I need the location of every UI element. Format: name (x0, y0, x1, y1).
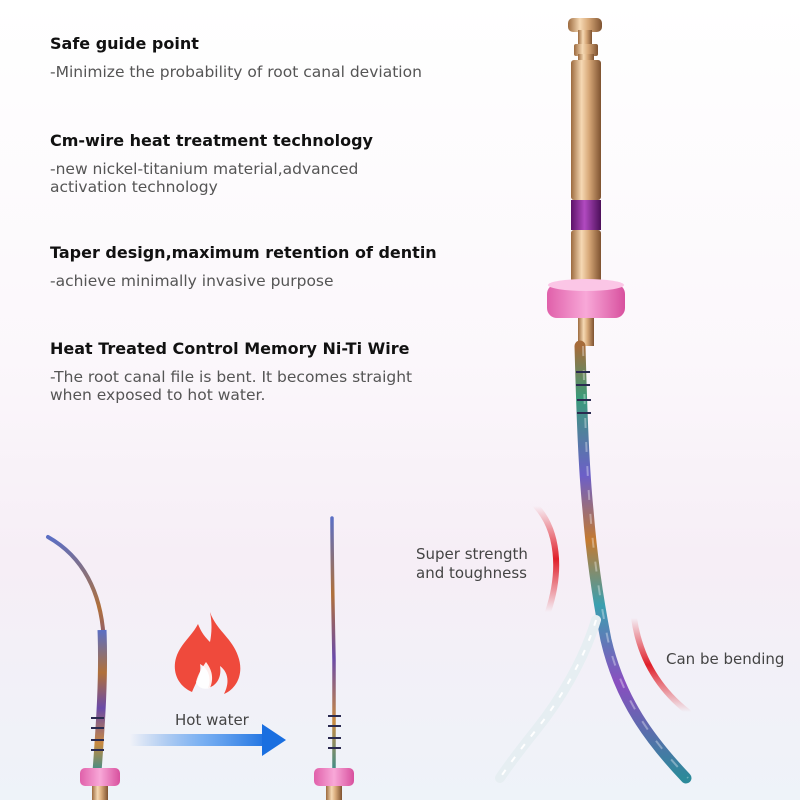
feature-heat-treatment: Cm-wire heat treatment technology -new n… (50, 131, 470, 196)
flame-icon (174, 612, 241, 694)
main-file-handle (568, 18, 602, 282)
straight-file (314, 516, 354, 800)
arrow-right-icon (130, 724, 286, 756)
feature-desc: -Minimize the probability of root canal … (50, 63, 422, 81)
hot-water-label: Hot water (175, 711, 249, 729)
feature-guide-point: Safe guide point -Minimize the probabili… (50, 34, 470, 81)
feature-desc: -The root canal file is bent. It becomes… (50, 368, 413, 404)
feature-title: Heat Treated Control Memory Ni-Ti Wire (50, 339, 410, 358)
main-file-blade (495, 318, 692, 784)
feature-title: Cm-wire heat treatment technology (50, 131, 373, 150)
strength-arc (533, 503, 560, 615)
strength-label: Super strength and toughness (416, 545, 528, 582)
feature-title: Safe guide point (50, 34, 199, 53)
bent-file (46, 535, 120, 800)
feature-desc: -achieve minimally invasive purpose (50, 272, 334, 290)
feature-desc: -new nickel-titanium material,advanced a… (50, 160, 359, 196)
bending-arc (631, 615, 691, 715)
feature-taper-design: Taper design,maximum retention of dentin… (50, 243, 470, 290)
feature-title: Taper design,maximum retention of dentin (50, 243, 437, 262)
bending-label: Can be bending (666, 650, 785, 668)
main-file-stopper (547, 279, 625, 318)
feature-memory-wire: Heat Treated Control Memory Ni-Ti Wire -… (50, 339, 470, 404)
